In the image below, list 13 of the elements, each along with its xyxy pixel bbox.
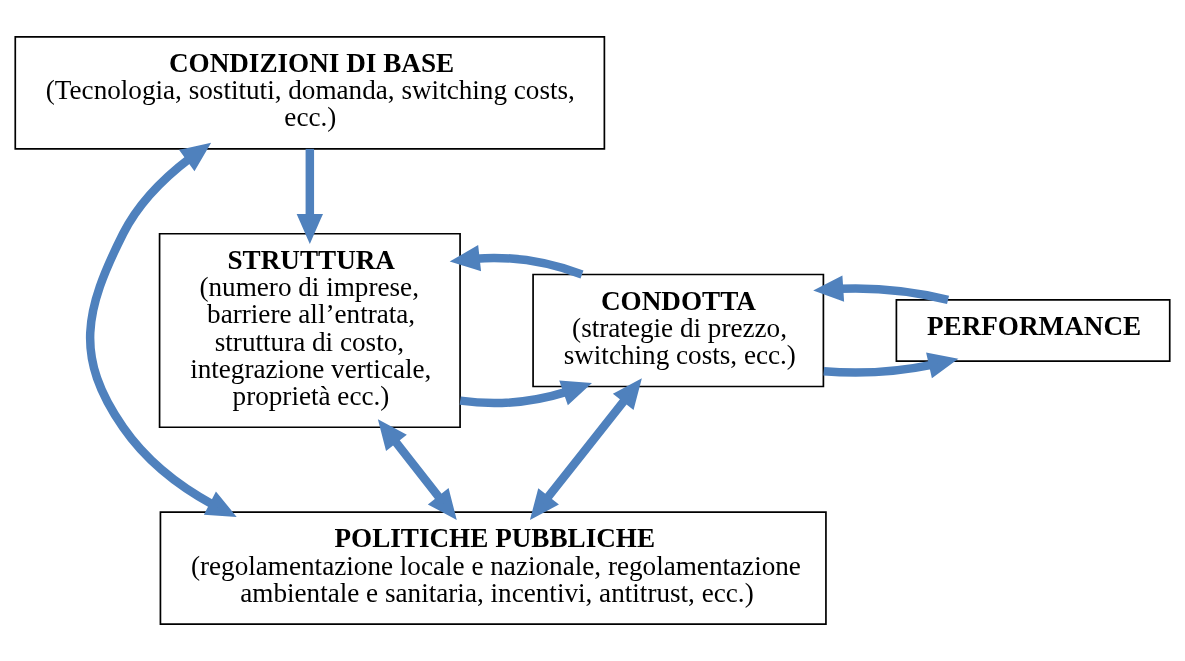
node-box: CONDOTTA (strategie di prezzo, switching costs, ecc.)	[532, 273, 825, 388]
arrow	[459, 380, 592, 408]
arrow	[449, 245, 584, 279]
arrow	[813, 275, 949, 304]
node-box: POLITICHE PUBBLICHE (regolamentazione locale e nazionale, regolamentazione ambientale e sanitaria, incentivi, antitrust, ecc.)	[159, 511, 827, 626]
arrow	[529, 378, 642, 520]
arrow	[296, 148, 323, 244]
node-box: CONDIZIONI DI BASE (Tecnologia, sostituti, domanda, switching costs, ecc.)	[14, 35, 606, 150]
arrow	[377, 419, 457, 520]
arrow	[823, 352, 959, 379]
arrow	[86, 142, 237, 517]
node-box: STRUTTURA (numero di imprese, barriere all’entrata, struttura di costo, integrazione verticale, proprietà ecc.)	[158, 232, 461, 429]
node-box: PERFORMANCE	[895, 299, 1171, 362]
